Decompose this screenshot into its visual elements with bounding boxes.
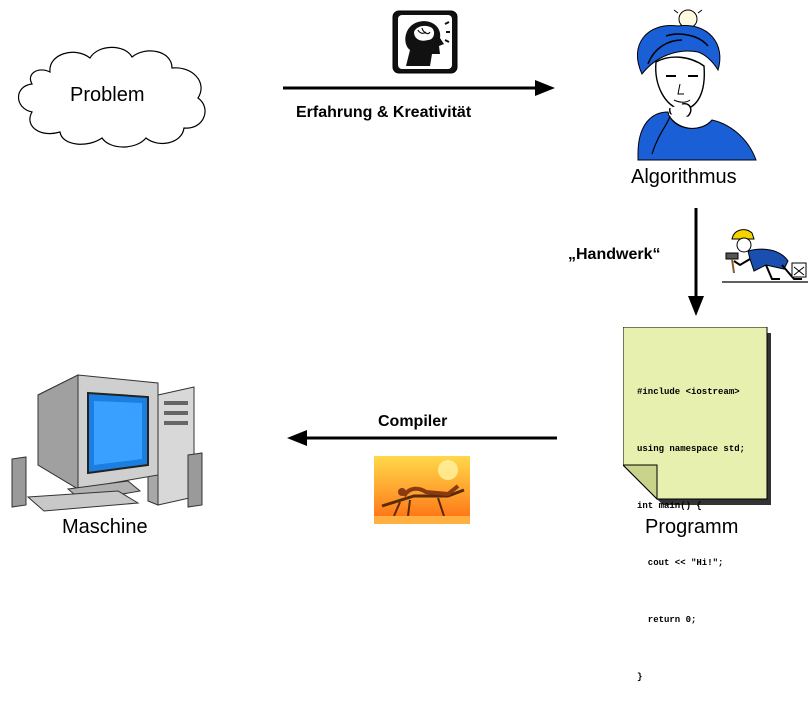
code-line: #include <iostream> xyxy=(637,387,740,397)
algorithm-label: Algorithmus xyxy=(631,166,737,188)
code-line: using namespace std; xyxy=(637,444,746,454)
arrow-craft xyxy=(686,208,706,318)
craft-label: „Handwerk“ xyxy=(568,246,661,263)
program-document: #include <iostream> using namespace std;… xyxy=(623,327,777,682)
arrow-experience xyxy=(283,78,558,98)
experience-label: Erfahrung & Kreativität xyxy=(296,104,472,121)
thinker-figure xyxy=(608,4,768,162)
computer-icon xyxy=(8,365,208,515)
code-line: int main() { xyxy=(637,501,702,511)
code-line: cout << "Hi!"; xyxy=(637,558,724,568)
cloud-shape xyxy=(17,46,206,148)
compiler-label: Compiler xyxy=(378,413,448,430)
code-line: } xyxy=(637,672,643,682)
worker-hammer-icon xyxy=(722,225,809,285)
machine-label: Maschine xyxy=(62,516,148,538)
relaxing-sun-icon xyxy=(374,456,470,524)
code-line: return 0; xyxy=(637,615,697,625)
problem-node: Problem xyxy=(10,42,215,152)
arrow-compiler xyxy=(285,428,560,448)
problem-label: Problem xyxy=(70,84,145,106)
brain-head-icon xyxy=(392,10,458,74)
program-label: Programm xyxy=(645,516,739,538)
